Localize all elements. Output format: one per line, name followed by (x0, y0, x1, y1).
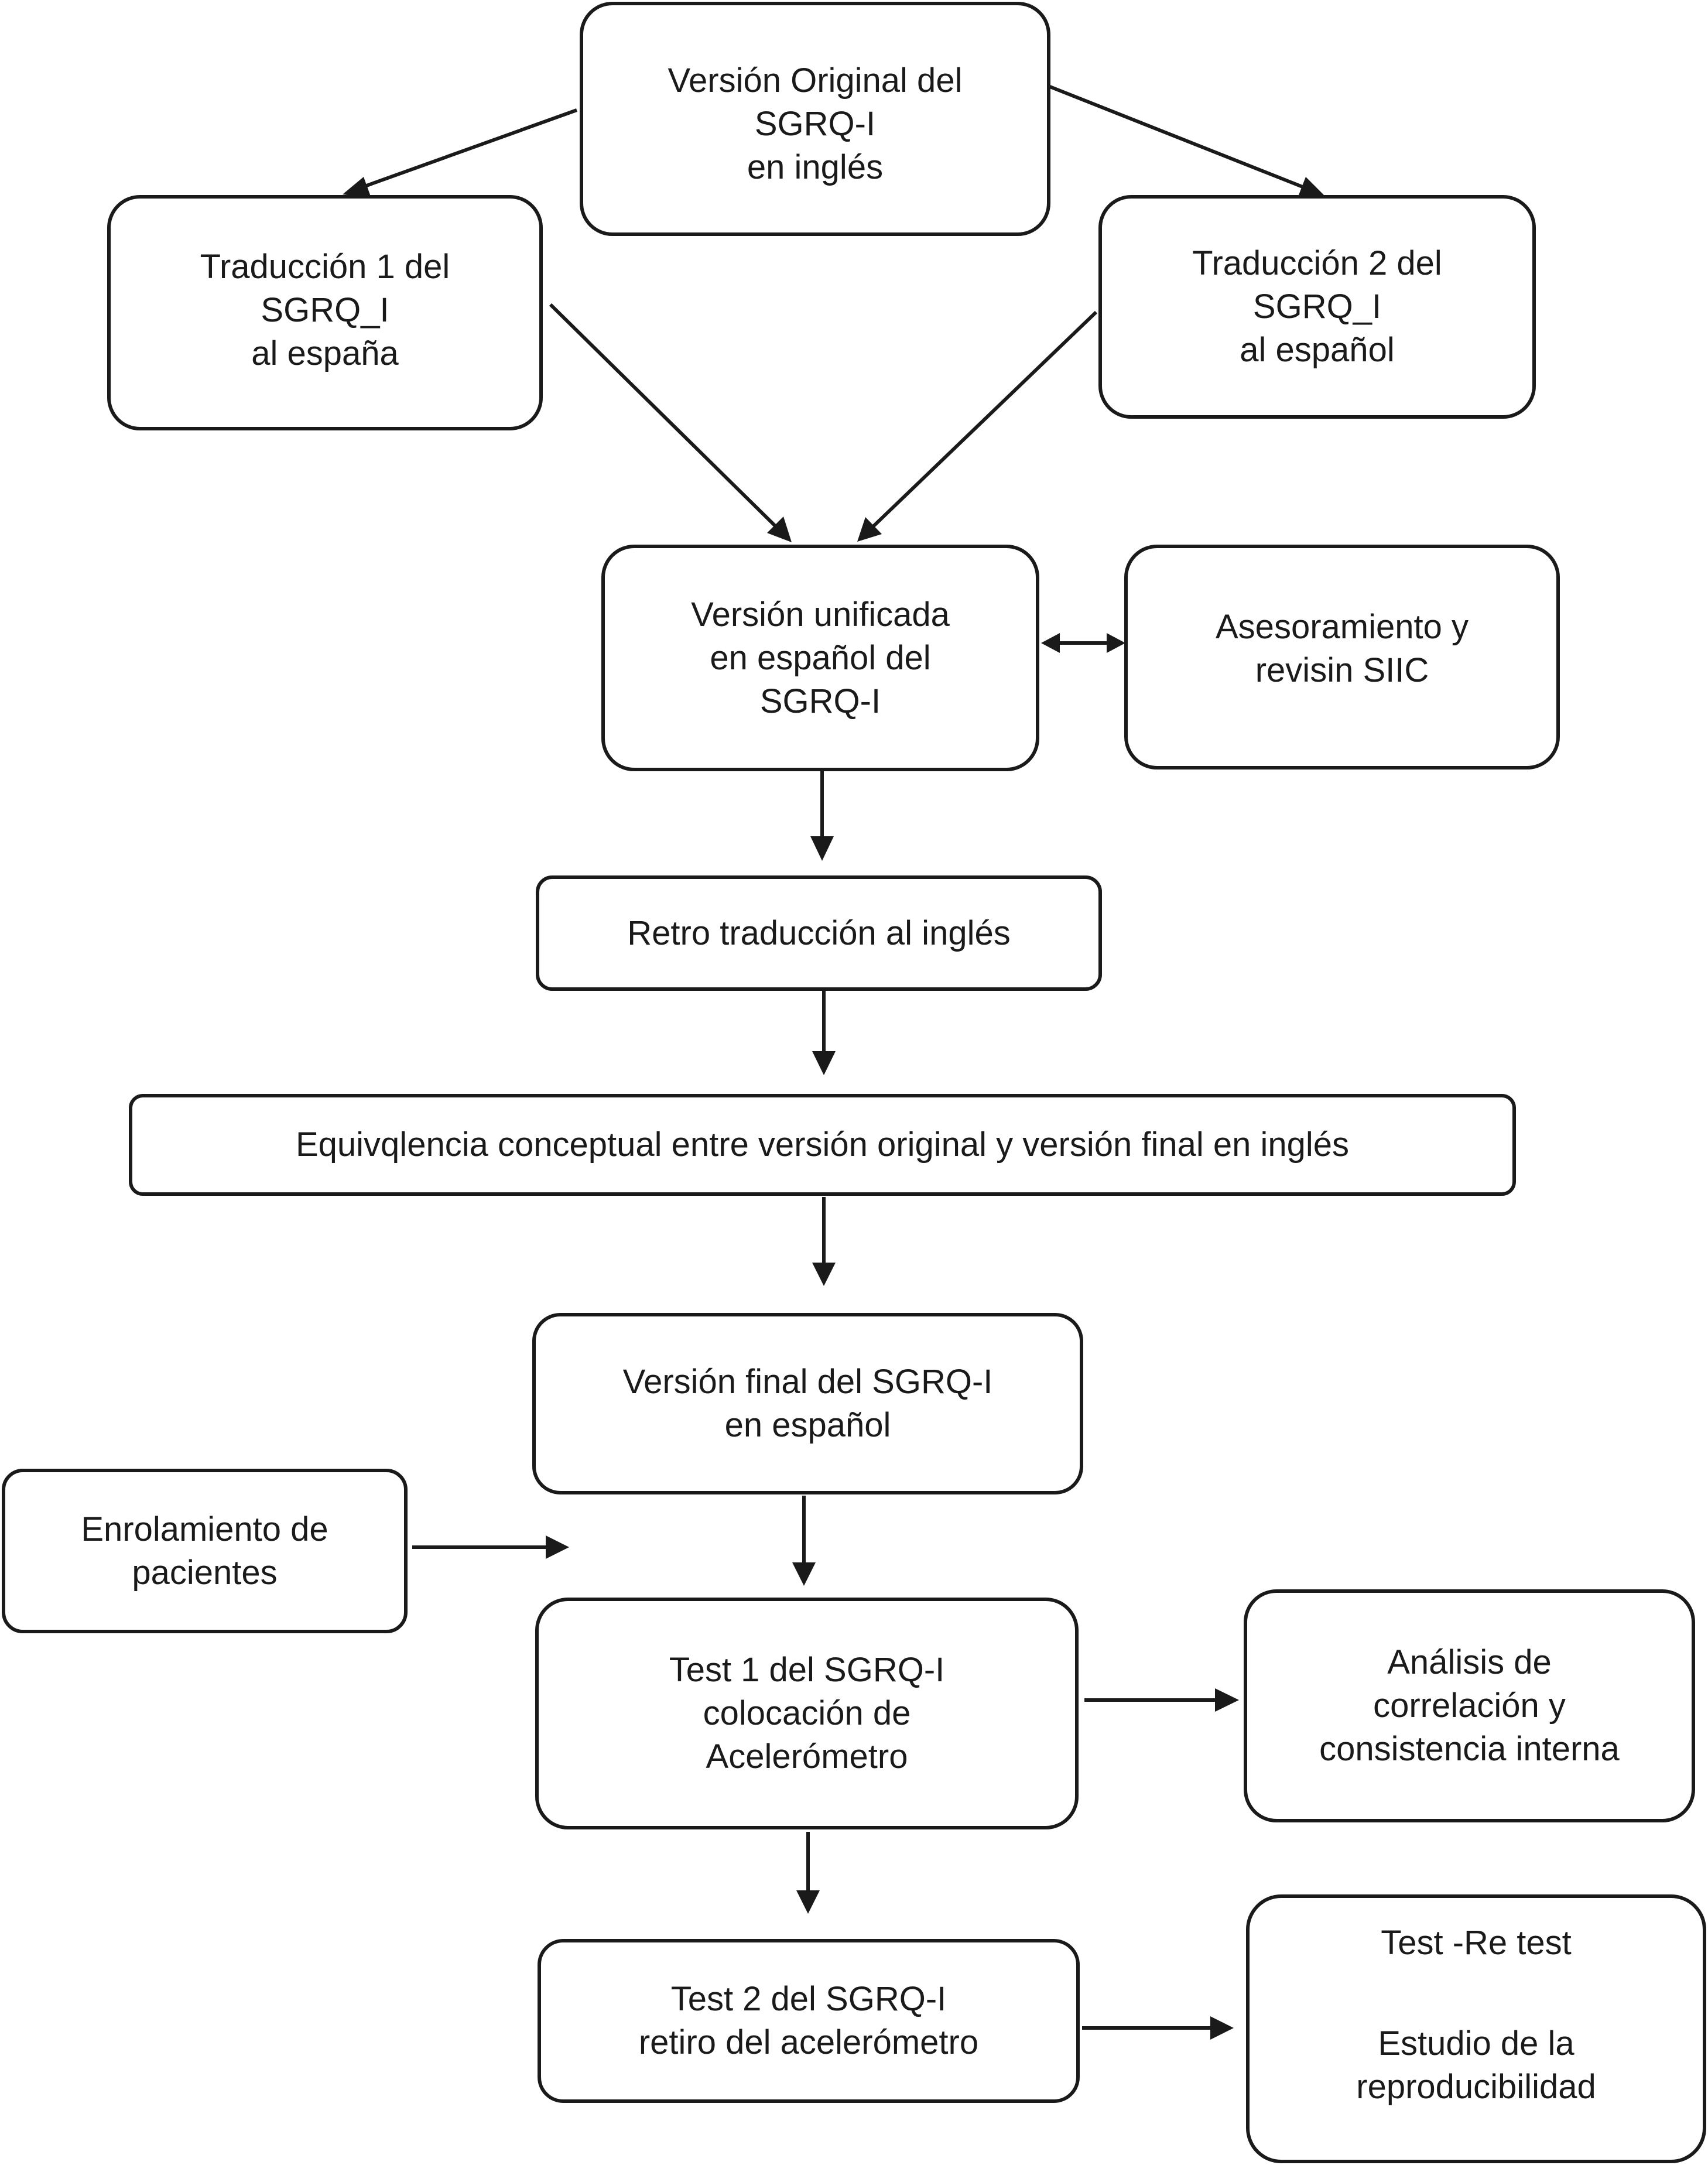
node-translation-1: Traducción 1 del SGRQ_I al españa (107, 195, 543, 430)
node-original-version: Versión Original del SGRQ-I en inglés (580, 2, 1050, 236)
node-label-line: al españa (251, 334, 399, 372)
node-label-line: Retro traducción al inglés (627, 914, 1011, 952)
node-back-translation: Retro traducción al inglés (536, 875, 1102, 991)
node-test-1: Test 1 del SGRQ-I colocación de Aceleróm… (535, 1598, 1079, 1829)
edge-final-to-test1 (792, 1496, 816, 1586)
node-unified-version: Versión unificada en español del SGRQ-I (601, 545, 1039, 771)
edge-test1-to-test2 (796, 1832, 820, 1914)
node-label-line: al español (1240, 331, 1395, 369)
edge-test2-to-retest (1082, 2016, 1234, 2040)
node-label-line: colocación de (703, 1694, 911, 1732)
node-label-line: Test 2 del SGRQ-I (670, 1980, 947, 2018)
edge-unificada-to-retro (810, 771, 834, 861)
node-label-line: Asesoramiento y (1216, 608, 1469, 646)
node-label-line: SGRQ-I (759, 682, 881, 720)
node-conceptual-equivalence: Equivqlencia conceptual entre versión or… (129, 1094, 1516, 1196)
node-patient-enrollment: Enrolamiento de pacientes (2, 1469, 408, 1633)
node-label-line: revisin SIIC (1255, 651, 1429, 689)
node-label-line: Traducción 1 del (200, 248, 450, 286)
node-label-line: Versión final del SGRQ-I (622, 1363, 993, 1401)
node-label-line: Versión unificada (691, 595, 950, 634)
node-label-line: retiro del acelerómetro (638, 2023, 979, 2061)
node-label-line: pacientes (132, 1553, 278, 1592)
node-label-line: Enrolamiento de (81, 1510, 328, 1548)
edge-original-to-trad2 (1049, 85, 1324, 198)
node-correlation-analysis: Análisis de correlación y consistencia i… (1244, 1589, 1695, 1822)
node-test-2: Test 2 del SGRQ-I retiro del acelerómetr… (538, 1939, 1080, 2103)
edge-original-to-trad1 (343, 108, 578, 198)
edge-enrolamiento-to-test1 (412, 1535, 569, 1559)
node-label-line: consistencia interna (1319, 1730, 1620, 1768)
node-test-retest: Test -Re test Estudio de la reproducibil… (1246, 1894, 1706, 2163)
node-translation-2: Traducción 2 del SGRQ_I al español (1098, 195, 1536, 419)
node-label-line: en español del (710, 638, 931, 677)
node-label-line: SGRQ-I (754, 105, 876, 143)
node-label-line: Traducción 2 del (1192, 244, 1442, 282)
edge-equivalencia-to-final (812, 1197, 836, 1286)
node-label-line: Análisis de (1387, 1643, 1552, 1681)
node-label-line: reproducibilidad (1356, 2068, 1596, 2106)
node-label-line: correlación y (1373, 1687, 1566, 1725)
node-label-line: Versión Original del (668, 61, 963, 100)
node-label-line: Test -Re test (1381, 1924, 1572, 1962)
node-label-line: Acelerómetro (706, 1738, 908, 1776)
node-label-line: en inglés (747, 148, 884, 186)
node-label-line: SGRQ_I (1252, 288, 1382, 326)
node-label-line: en español (724, 1406, 891, 1444)
node-label-line: Test 1 del SGRQ-I (669, 1651, 945, 1689)
node-label-line: Estudio de la (1378, 2024, 1574, 2063)
edge-test1-to-analisis (1084, 1688, 1239, 1712)
edge-trad1-to-unificada (549, 303, 792, 542)
node-advisory-review: Asesoramiento y revisin SIIC (1124, 545, 1560, 769)
node-label-line: Equivqlencia conceptual entre versión or… (295, 1126, 1350, 1164)
node-label-line: SGRQ_I (261, 291, 389, 329)
node-final-version: Versión final del SGRQ-I en español (532, 1313, 1083, 1494)
edge-unificada-asesoramiento (1041, 633, 1125, 653)
edge-trad2-to-unificada (857, 310, 1098, 542)
edge-retro-to-equivalencia (812, 987, 836, 1075)
